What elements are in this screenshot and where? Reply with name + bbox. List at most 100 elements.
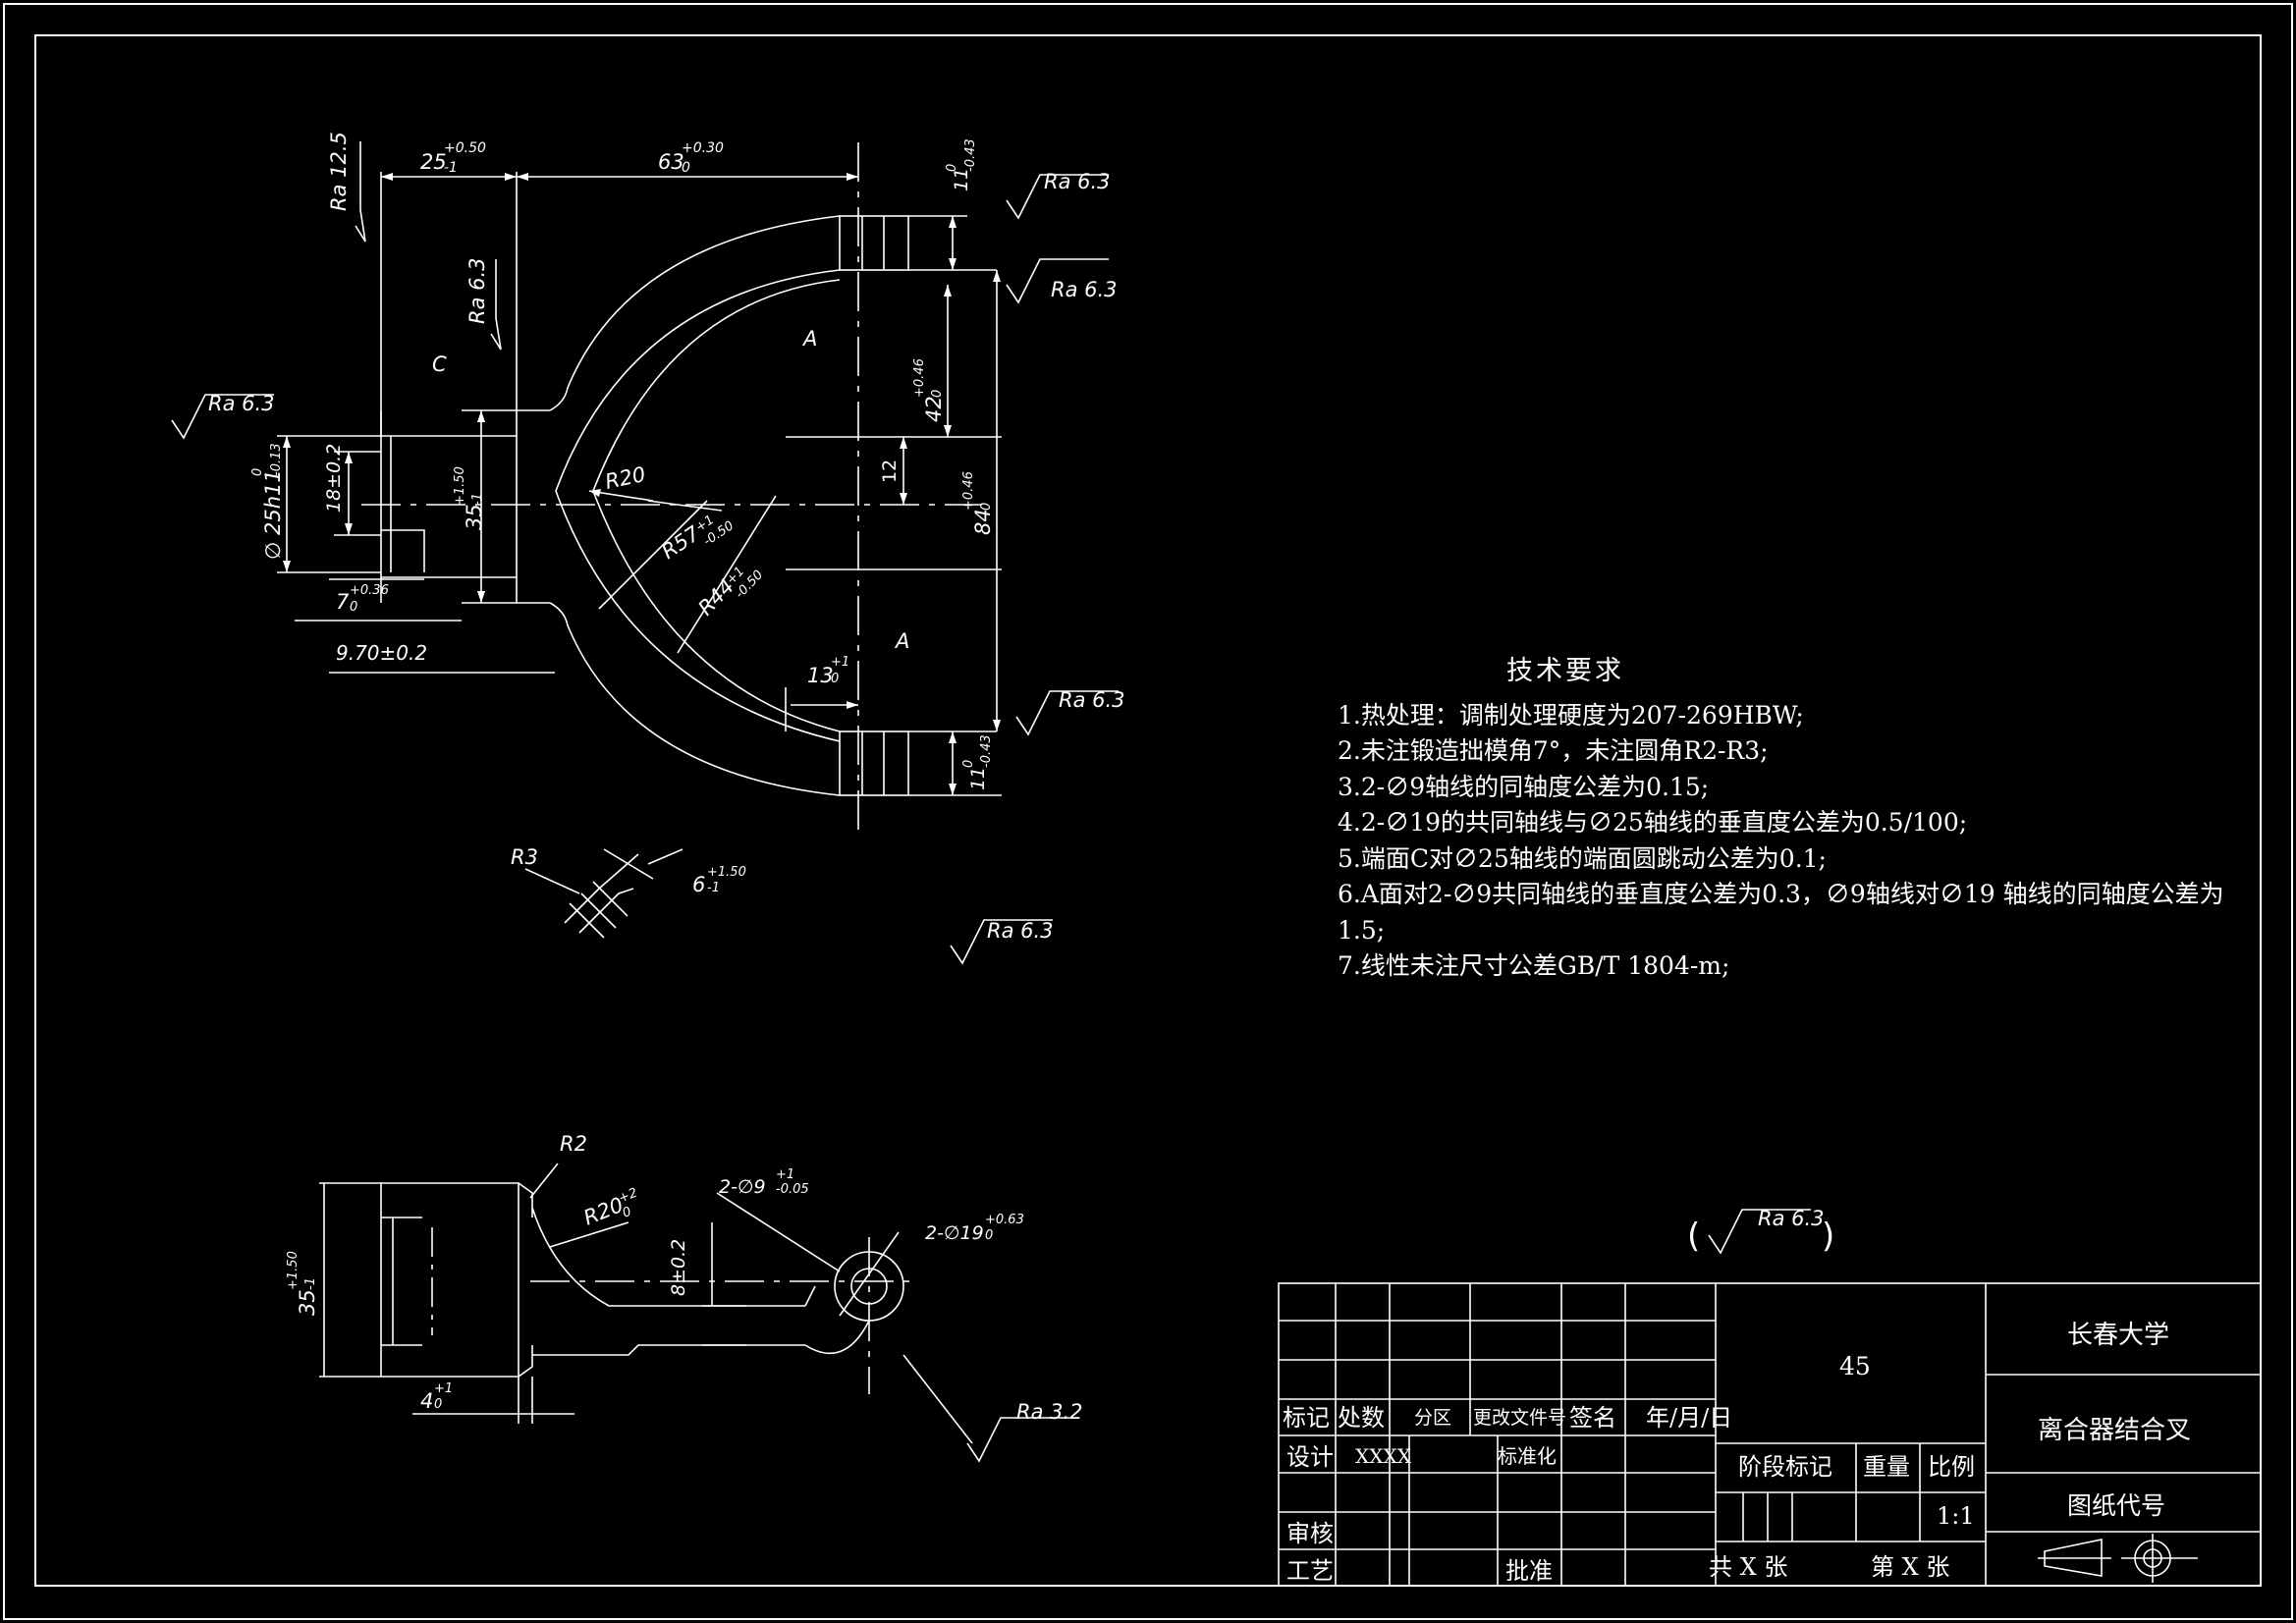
roughness-label-ra63-general: Ra 6.3 [1758,1207,1825,1230]
roughness-label-ra63-top: Ra 6.3 [465,257,489,324]
dim-phi19-upper: +0.63 [985,1213,1024,1227]
roughness-label-ra125: Ra 12.5 [327,132,351,211]
roughness-paren-close: ) [1822,1217,1834,1256]
dim-6: 6 [692,873,705,896]
technical-requirements: 技术要求 1.热处理：调制处理硬度为207-269HBW; 2.未注锻造拙模角7… [1338,654,2261,985]
roughness-label-ra63-r2: Ra 6.3 [1051,278,1118,301]
dim-r2: R2 [560,1132,587,1156]
tech-req-item-7: 7.线性未注尺寸公差GB/T 1804-m; [1338,951,1730,980]
dim-11-top-upper: 0 [945,164,959,172]
header-date: 年/月/日 [1646,1404,1732,1432]
part-name: 离合器结合叉 [2038,1416,2191,1445]
dim-35-side: 35 [296,1289,319,1316]
sheets-total: 共 X 张 [1709,1553,1787,1581]
roughness-paren-open: ( [1687,1217,1700,1256]
dim-25-upper: +0.50 [444,140,486,156]
dim-r3: R3 [511,845,538,869]
header-count: 处数 [1338,1404,1385,1432]
dim-phi9-lower: -0.05 [776,1182,809,1197]
dim-7-upper: +0.36 [350,583,389,598]
dim-11-bottom-upper: 0 [961,760,976,768]
row-review: 审核 [1286,1520,1334,1547]
row-standardize: 标准化 [1498,1444,1557,1468]
dim-phi25-lower: -0.13 [269,443,284,476]
school-name: 长春大学 [2067,1321,2169,1350]
dim-35-side-upper: +1.50 [286,1251,301,1290]
roughness-label-ra63-left: Ra 6.3 [208,392,275,415]
dim-phi9: 2-∅9 [719,1176,766,1198]
dim-35: 35 [463,504,486,530]
dim-6-upper: +1.50 [707,865,746,880]
dim-63: 63 [658,150,684,174]
dim-42: 42 [922,396,946,422]
dim-12: 12 [879,460,901,483]
dim-phi25-upper: 0 [250,468,265,476]
roughness-label-ra63-mid: Ra 6.3 [987,919,1054,943]
tech-req-item-3: 3.2-∅9轴线的同轴度公差为0.15; [1338,772,1710,801]
dim-11-bottom: 11 [967,767,989,790]
dim-11-top: 11 [951,168,972,191]
dim-7-lower: 0 [350,600,357,615]
row-process: 工艺 [1286,1557,1334,1585]
dim-4: 4 [420,1389,433,1413]
weight-label: 重量 [1863,1453,1910,1481]
dim-phi19: 2-∅19 [925,1222,984,1244]
dim-phi9-upper: +1 [776,1167,794,1182]
header-mark: 标记 [1283,1404,1330,1432]
dim-84-upper: +0.46 [961,471,976,511]
title-block-grid [1278,1282,2262,1587]
dim-63-lower: 0 [682,160,690,176]
dim-4-lower: 0 [434,1397,442,1412]
roughness-label-ra32: Ra 3.2 [1016,1400,1083,1424]
dim-13: 13 [807,664,834,687]
dim-18: 18±0.2 [323,444,345,513]
dim-42-upper: +0.46 [912,358,927,398]
dim-4-upper: +1 [434,1381,453,1396]
row-approve: 批准 [1505,1557,1553,1585]
material-value: 45 [1839,1352,1871,1380]
dim-7: 7 [336,590,350,614]
dim-35-side-lower: -1 [303,1277,318,1290]
front-view [277,142,1002,839]
drawing-code-label: 图纸代号 [2067,1491,2165,1520]
scale-label: 比例 [1928,1453,1975,1481]
header-signature: 签名 [1569,1404,1616,1432]
roughness-label-ra63-r1: Ra 6.3 [1044,170,1111,193]
roughness-label-ra63-r3: Ra 6.3 [1059,688,1125,712]
dim-6-lower: -1 [707,881,720,895]
dim-phi25: ∅ 25h11 [261,469,285,560]
dim-35-lower: -1 [470,493,485,506]
tech-req-item-4: 4.2-∅19的共同轴线与∅25轴线的垂直度公差为0.5/100; [1338,808,1968,837]
dim-63-upper: +0.30 [682,140,724,156]
dim-phi19-lower: 0 [985,1228,993,1243]
surface-label-c: C [432,352,447,376]
surface-label-a-bottom: A [894,629,909,653]
tech-req-item-2: 2.未注锻造拙模角7°，未注圆角R2-R3; [1338,736,1769,765]
row-design: 设计 [1286,1443,1334,1471]
surface-label-a-top: A [801,327,817,351]
dim-13-lower: 0 [831,672,839,686]
scale-value: 1:1 [1937,1502,1975,1530]
dim-35-upper: +1.50 [453,466,467,506]
tech-req-title: 技术要求 [1506,656,1624,686]
dim-25: 25 [420,150,447,174]
tech-req-item-6: 6.A面对2-∅9共同轴线的垂直度公差为0.3，∅9轴线对∅19 轴线的同轴度公… [1338,880,2224,945]
designer-name: XXXX [1355,1444,1412,1468]
header-zone: 分区 [1414,1407,1451,1429]
dim-42-lower: 0 [930,390,945,398]
tech-req-item-1: 1.热处理：调制处理硬度为207-269HBW; [1338,700,1804,730]
header-change-doc: 更改文件号 [1473,1407,1566,1429]
dim-84: 84 [971,509,995,535]
stage-mark-label: 阶段标记 [1738,1453,1832,1481]
dim-13-upper: +1 [831,655,849,670]
dim-11-bottom-lower: -0.43 [979,734,994,768]
side-view [319,1163,973,1444]
dim-8: 8±0.2 [668,1239,689,1296]
dim-970: 9.70±0.2 [336,641,427,665]
roughness-symbols [171,141,1811,1463]
dim-25-lower: -1 [444,160,458,176]
tech-req-item-5: 5.端面C对∅25轴线的端面圆跳动公差为0.1; [1338,843,1827,873]
dim-11-top-lower: -0.43 [963,138,978,172]
outer-frame [3,3,2293,1620]
